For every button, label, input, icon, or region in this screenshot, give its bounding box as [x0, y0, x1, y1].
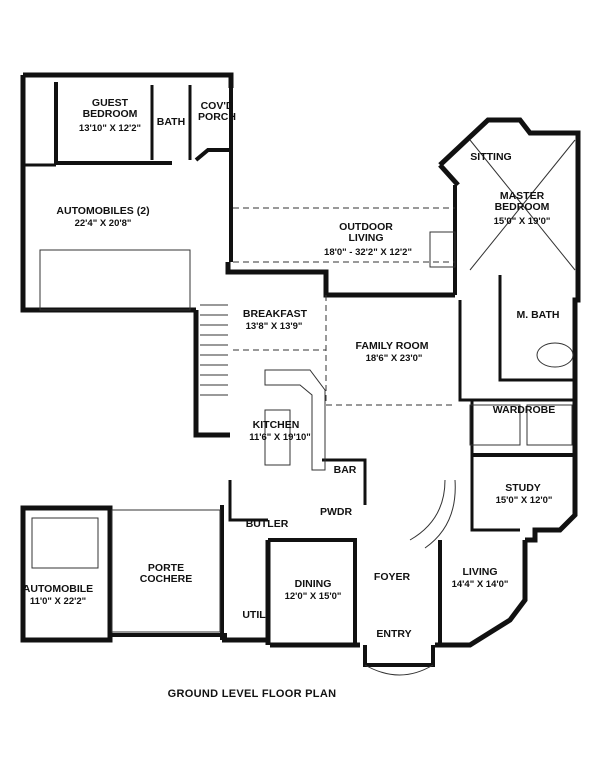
- room-wardrobe-name: WARDROBE: [493, 404, 555, 416]
- room-foyer-name: FOYER: [374, 571, 411, 583]
- bathtub: [536, 342, 574, 368]
- room-bar-name: BAR: [334, 464, 357, 476]
- room-util-name: UTIL: [242, 609, 266, 621]
- wall-porte-bottom: [110, 633, 227, 640]
- garage-door-automobiles: [39, 249, 191, 311]
- wall-master-top: [438, 117, 581, 240]
- room-dining-name: DINING: [295, 578, 332, 590]
- wall-bar: [322, 458, 367, 505]
- foyer-stair: [409, 479, 456, 549]
- kitchen-counter: [264, 369, 326, 471]
- wall-mbath-inner: [498, 275, 575, 382]
- wall-guest-top: [23, 72, 234, 88]
- wall-stair-left: [193, 310, 230, 438]
- wall-butler: [228, 480, 268, 522]
- room-breakfast-name: BREAKFAST: [243, 308, 308, 320]
- room-bath-name: BATH: [157, 116, 185, 128]
- wardrobe-closet-right: [526, 404, 573, 446]
- room-entry-name: ENTRY: [376, 628, 411, 640]
- walls: [20, 72, 581, 667]
- wall-entry: [363, 645, 435, 667]
- room-sitting-name: SITTING: [470, 151, 511, 163]
- wall-guest-inner: [54, 82, 172, 165]
- wall-study-left: [470, 455, 520, 532]
- room-m-bath-name: M. BATH: [517, 309, 560, 321]
- room-guest-bedroom-dims: 13'10" X 12'2": [79, 123, 141, 134]
- room-dining-dims: 12'0" X 15'0": [285, 591, 342, 602]
- garage-door-automobile: [31, 517, 99, 569]
- room-automobile-name: AUTOMOBILE: [23, 583, 93, 595]
- room-living-name: LIVING: [462, 566, 497, 578]
- stairs: [200, 304, 228, 396]
- wall-auto-garage: [20, 505, 113, 643]
- porte-cochere-area: [111, 509, 221, 633]
- entry-bay: [364, 664, 434, 676]
- outdoor-living-outline: [233, 207, 455, 263]
- fireplace: [429, 231, 456, 268]
- room-study-dims: 15'0" X 12'0": [496, 495, 553, 506]
- master-vault-lines: [469, 139, 576, 271]
- room-family-room-name: FAMILY ROOM: [356, 340, 429, 352]
- wall-master-right: [572, 240, 581, 455]
- room-pwdr-name: PWDR: [320, 506, 352, 518]
- room-automobiles-dims: 22'4" X 20'8": [75, 218, 132, 229]
- room-automobile-dims: 11'0" X 22'2": [30, 596, 86, 607]
- wall-sitting-diag: [438, 163, 460, 187]
- room-kitchen-dims: 11'6" X 19'10": [249, 432, 311, 443]
- room-butler-name: BUTLER: [246, 518, 289, 530]
- room-kitchen-name: KITCHEN: [253, 419, 300, 431]
- room-breakfast-dims: 13'8" X 13'9": [246, 321, 303, 332]
- plan-title: GROUND LEVEL FLOOR PLAN: [168, 688, 337, 700]
- family-room-outline: [325, 295, 455, 406]
- room-study-name: STUDY: [505, 482, 541, 494]
- room-automobiles-name: AUTOMOBILES (2): [56, 205, 149, 217]
- room-outdoor-living-dims: 18'0" - 32'2" X 12'2": [324, 247, 412, 258]
- wardrobe-closet-left: [469, 404, 521, 446]
- wall-breakfast-top: [225, 262, 455, 298]
- wall-study-right: [525, 455, 578, 543]
- fixtures: [31, 139, 576, 676]
- wall-porch: [194, 88, 233, 162]
- room-living-dims: 14'4" X 14'0": [452, 579, 509, 590]
- room-master-bedroom-dims: 15'0" X 19'0": [494, 216, 551, 227]
- room-family-room-dims: 18'6" X 23'0": [366, 353, 423, 364]
- wall-dining-top: [268, 538, 357, 645]
- wall-living-right: [435, 540, 528, 648]
- kitchen-island: [264, 409, 291, 466]
